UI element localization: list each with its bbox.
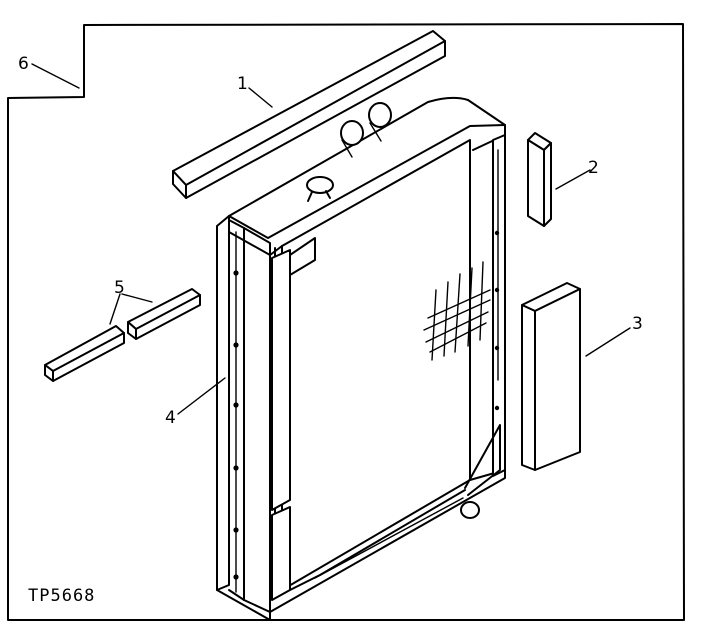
radiator-assembly <box>216 96 506 621</box>
side-seal-large <box>521 282 581 471</box>
leader-lines <box>31 63 631 415</box>
callout-6: 6 <box>18 54 29 74</box>
callout-3: 3 <box>632 314 643 334</box>
callout-5: 5 <box>114 278 125 298</box>
figure-code: TP5668 <box>28 586 95 606</box>
outer-shroud-outline <box>7 23 685 621</box>
lower-seal-strips <box>44 288 201 382</box>
top-seal-strip <box>172 30 446 199</box>
inlet-tube-right <box>368 102 392 128</box>
core-fin-pattern <box>423 261 491 361</box>
radiator-cap <box>306 176 334 194</box>
side-seal-small <box>527 132 552 227</box>
callout-1: 1 <box>237 74 248 94</box>
callout-4: 4 <box>165 408 176 428</box>
inlet-tube-left <box>340 120 364 146</box>
callout-2: 2 <box>588 158 599 178</box>
